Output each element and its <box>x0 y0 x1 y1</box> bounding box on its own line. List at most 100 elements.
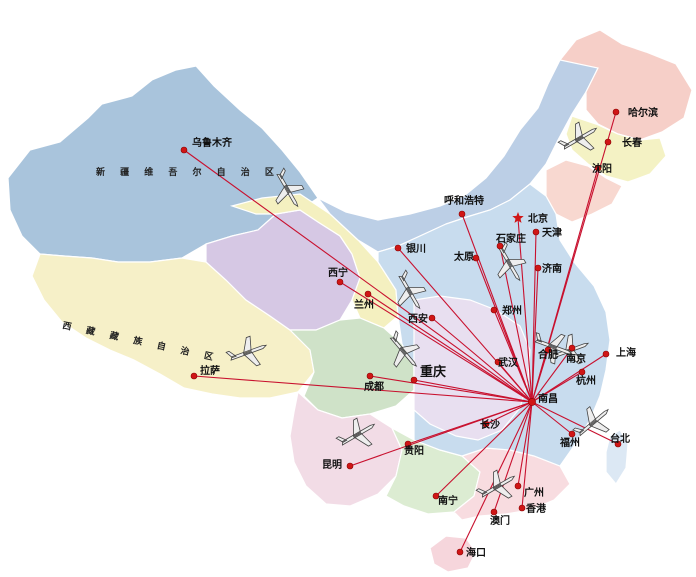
city-label-shenyang: 沈阳 <box>592 162 612 175</box>
city-label-zhengzhou: 郑州 <box>502 304 522 317</box>
city-label-changsha: 长沙 <box>480 418 500 431</box>
city-label-guangzhou: 广州 <box>524 486 544 499</box>
route-line-tianjin <box>531 231 537 403</box>
route-line-wuhan <box>497 361 533 403</box>
city-dot-fuzhou <box>568 430 576 438</box>
route-line-chengdu <box>369 375 533 403</box>
route-line-fuzhou <box>531 401 573 435</box>
city-label-xian: 西安 <box>408 312 428 325</box>
city-label-shanghai: 上海 <box>616 346 636 359</box>
regions <box>7 29 693 573</box>
region-label-xinjiang: 新 疆 维 吾 尔 自 治 区 <box>96 166 280 178</box>
plane-icon <box>534 332 573 365</box>
route-line-kunming <box>349 401 533 467</box>
plane-icon <box>557 121 598 151</box>
city-label-haikou: 海口 <box>466 546 486 559</box>
route-line-chongqing <box>413 379 533 403</box>
city-dot-xining <box>336 278 344 286</box>
route-line-nanning <box>435 401 533 497</box>
city-label-nanchang: 南昌 <box>538 392 558 405</box>
plane-icon <box>275 167 305 208</box>
city-dot-shenyang <box>594 164 602 172</box>
city-dot-nanjing <box>568 344 576 352</box>
plane-icon <box>225 335 268 367</box>
city-label-jinan: 济南 <box>542 262 562 275</box>
city-dot-lasa <box>190 372 198 380</box>
city-dot-guangzhou <box>514 482 522 490</box>
city-label-xining: 西宁 <box>328 266 348 279</box>
region-xizang <box>31 253 315 399</box>
route-line-xian <box>431 317 533 403</box>
route-line-guangzhou <box>517 401 533 487</box>
plane-icon <box>475 469 516 499</box>
city-label-lanzhou: 兰州 <box>354 298 374 311</box>
city-label-yinchuan: 银川 <box>406 242 426 255</box>
city-label-hangzhou: 杭州 <box>576 374 596 387</box>
city-dot-hangzhou <box>578 368 586 376</box>
city-dot-haerbin <box>612 108 620 116</box>
city-label-nanjing: 南京 <box>566 352 586 365</box>
planes <box>225 121 610 499</box>
route-line-hefei <box>531 349 549 403</box>
city-label-taiyuan: 太原 <box>453 250 474 263</box>
city-label-haerbin: 哈尔滨 <box>628 106 658 119</box>
city-label-wulumuqi: 乌鲁木齐 <box>192 136 233 149</box>
city-label-chengdu: 成都 <box>364 380 384 393</box>
route-line-nanjing <box>531 347 573 403</box>
city-dot-hefei <box>544 346 552 354</box>
route-line-lasa <box>193 375 533 403</box>
city-dot-zhengzhou <box>490 306 498 314</box>
city-dot-haikou <box>456 548 464 556</box>
region-heilongjiang <box>558 29 693 141</box>
plane-icon <box>335 417 376 447</box>
plane-icon <box>547 333 590 365</box>
route-line-aomen <box>493 401 533 513</box>
city-dot-changsha <box>482 420 490 428</box>
city-dot-jinan <box>534 264 542 272</box>
city-label-changchun: 长春 <box>622 136 642 149</box>
city-dot-taiyuan <box>472 254 480 262</box>
city-dot-chengdu <box>366 372 374 380</box>
plane-icon <box>389 330 421 368</box>
city-dot-aomen <box>490 508 498 516</box>
city-dot-shijiazhuang <box>496 242 504 250</box>
city-dot-guiyang <box>404 440 412 448</box>
city-label-aomen: 澳门 <box>490 514 510 527</box>
city-label-tianjin: 天津 <box>542 226 562 239</box>
route-line-changsha <box>485 401 533 425</box>
city-label-guiyang: 贵阳 <box>404 444 424 457</box>
route-line-shenyang <box>531 167 599 403</box>
city-dot-kunming <box>346 462 354 470</box>
city-label-wuhan: 武汉 <box>498 356 519 369</box>
city-dot-nanning <box>432 492 440 500</box>
region-hainan <box>429 535 477 573</box>
plane-icon <box>497 241 527 282</box>
city-dot-yinchuan <box>394 244 402 252</box>
city-dot-shanghai <box>602 350 610 358</box>
city-label-taibei: 台北 <box>610 432 630 445</box>
route-line-wulumuqi <box>183 149 533 403</box>
city-label-chongqing: 重庆 <box>420 364 446 380</box>
route-line-lanzhou <box>367 293 533 403</box>
city-label-shijiazhuang: 石家庄 <box>495 232 526 245</box>
city-label-kunming: 昆明 <box>322 459 342 471</box>
route-line-xining <box>339 281 533 403</box>
city-dot-xian <box>428 314 436 322</box>
city-label-hefei: 合肥 <box>537 348 558 361</box>
region-yunnan <box>289 390 403 507</box>
city-dot-lanzhou <box>364 290 372 298</box>
city-label-xianggang: 香港 <box>526 502 547 515</box>
region-taiwan <box>605 429 629 486</box>
city-dot-huhehaote <box>458 210 466 218</box>
route-line-beijing <box>517 217 533 403</box>
city-dot-tianjin <box>532 228 540 236</box>
route-line-hangzhou <box>531 371 583 403</box>
city-dot-changchun <box>604 138 612 146</box>
city-dot-taibei <box>614 440 622 448</box>
route-lines <box>183 111 619 553</box>
capital-star-icon <box>512 212 524 223</box>
route-line-taibei <box>531 401 619 445</box>
city-dot-wulumuqi <box>180 146 188 154</box>
region-sichuan <box>288 317 415 419</box>
